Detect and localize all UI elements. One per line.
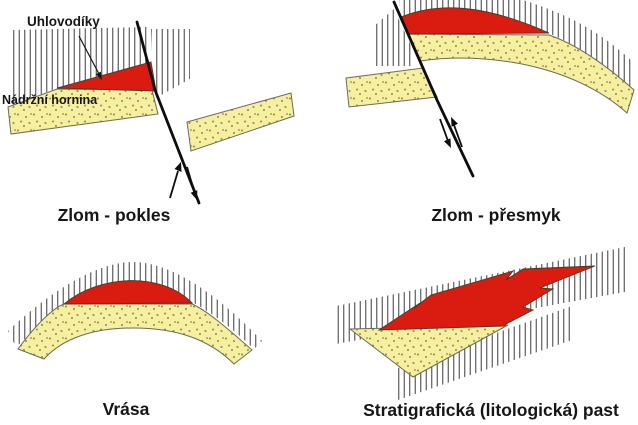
movement-arrow-up-head bbox=[451, 117, 458, 127]
reservoir-layer-downthrown bbox=[186, 92, 295, 152]
label-leader-arrowhead bbox=[95, 71, 102, 80]
reservoir-layer-upthrown bbox=[7, 88, 159, 135]
cap-rock-hatch-left bbox=[13, 27, 150, 105]
movement-arrow-up-shaft bbox=[453, 124, 463, 148]
movement-arrow-up-shaft bbox=[169, 170, 179, 199]
reservoir-layer-arched bbox=[407, 33, 635, 114]
panel-caption-fold: Vrása bbox=[103, 399, 150, 419]
fault-line bbox=[392, 0, 475, 178]
cap-rock-hatch-footwall bbox=[374, 9, 413, 66]
hydrocarbon-pinchout bbox=[377, 265, 596, 331]
fault-line bbox=[135, 20, 201, 205]
cap-rock-hatch-arch bbox=[399, 0, 634, 90]
hydrocarbon-accumulation bbox=[400, 7, 550, 35]
reservoir-layer-arched bbox=[17, 303, 253, 365]
panel-fold: Vrása bbox=[8, 262, 262, 419]
hydrocarbon-accumulation bbox=[56, 61, 157, 92]
panel-caption-stratigraphic-trap: Stratigrafická (litologická) past bbox=[363, 400, 619, 420]
panel-normal-fault: Uhlovodíky Nádržní hornina Zlom - pokles bbox=[2, 14, 295, 225]
panel-reverse-fault: Zlom - přesmyk bbox=[345, 0, 635, 225]
movement-arrow-down-shaft bbox=[186, 166, 196, 195]
cap-rock-hatch-arch bbox=[8, 262, 262, 349]
hydrocarbons-label: Uhlovodíky bbox=[27, 14, 100, 29]
seal-rock-hatch-lower bbox=[398, 306, 572, 400]
hydrocarbon-accumulation bbox=[62, 280, 194, 305]
label-leader-line bbox=[78, 35, 100, 75]
reservoir-layer-footwall bbox=[345, 67, 438, 108]
reservoir-rock-label: Nádržní hornina bbox=[2, 93, 98, 107]
panel-caption-reverse-fault: Zlom - přesmyk bbox=[431, 205, 561, 225]
panel-stratigraphic-trap: Stratigrafická (litologická) past bbox=[336, 247, 625, 420]
movement-arrow-up-head bbox=[174, 162, 182, 172]
panel-caption-normal-fault: Zlom - pokles bbox=[58, 205, 171, 225]
movement-arrow-down-head bbox=[190, 190, 198, 200]
movement-arrow-down-head bbox=[444, 138, 451, 148]
movement-arrow-down-shaft bbox=[439, 118, 449, 142]
cap-rock-hatch-right bbox=[151, 29, 190, 99]
